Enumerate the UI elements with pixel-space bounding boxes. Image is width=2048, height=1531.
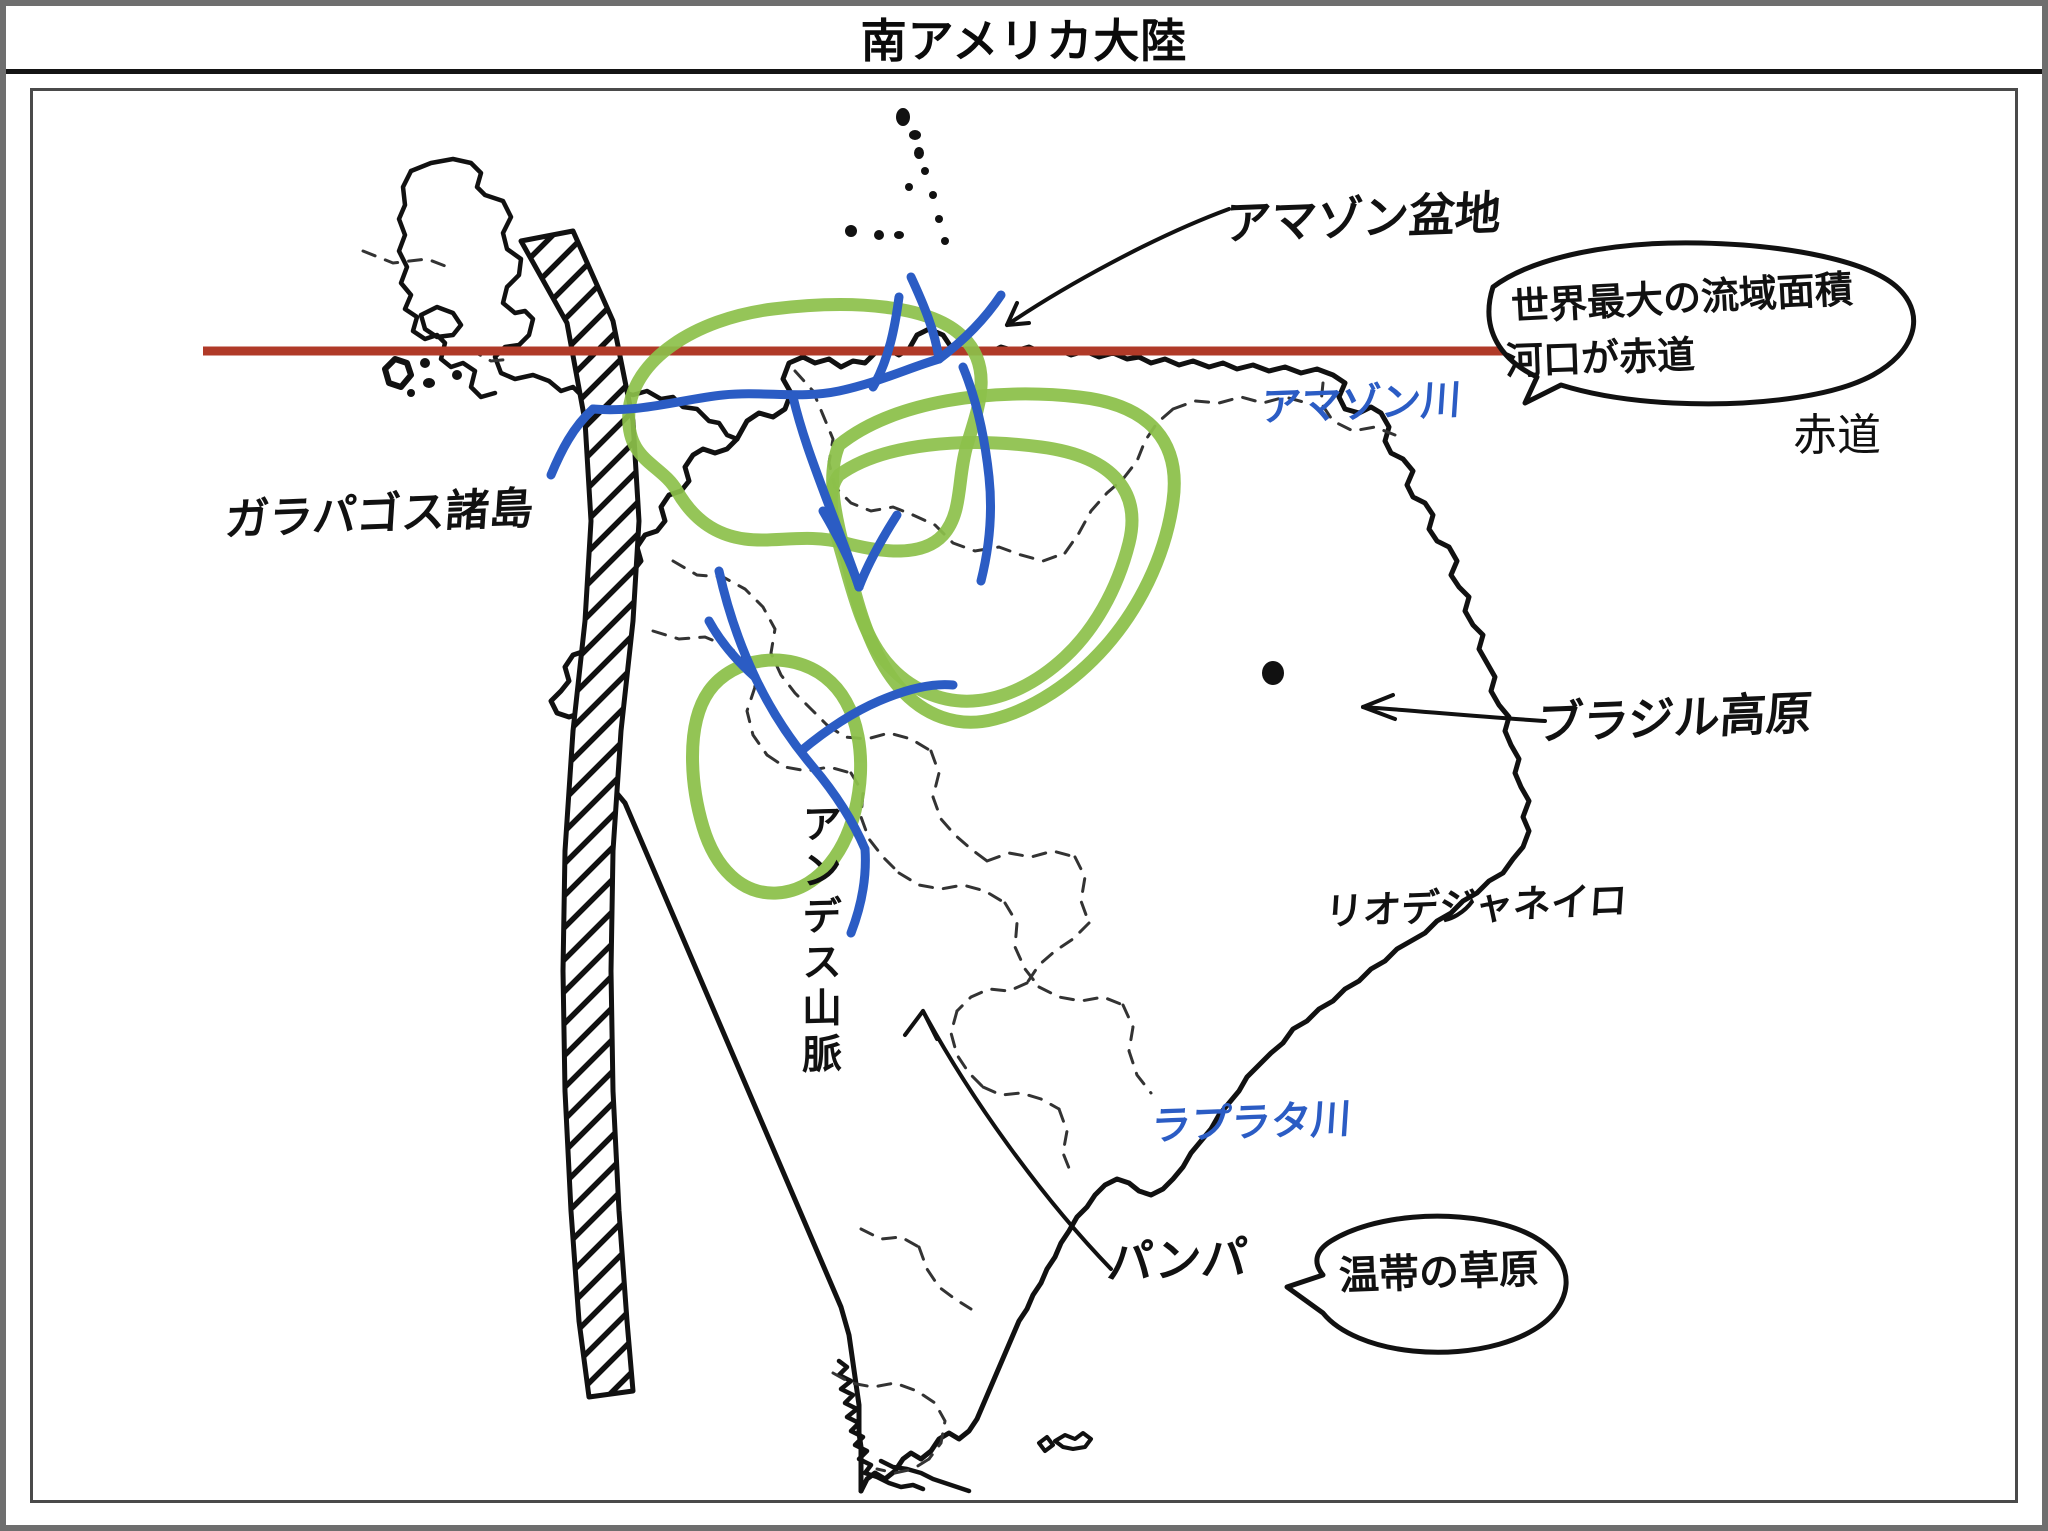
map-illustration xyxy=(203,108,1917,1494)
label-brazilian-highlands: ブラジル高原 xyxy=(1535,685,1814,751)
pampa-callout-line-1: 温帯の草原 xyxy=(1338,1246,1540,1300)
river-network-blue xyxy=(546,272,1006,938)
amazon-callout-line-2: 河口が赤道 xyxy=(1504,332,1696,384)
tierra-del-fuego xyxy=(836,1358,972,1494)
label-amazon-basin: アマゾン盆地 xyxy=(1223,185,1503,251)
label-amazon-river: アマゾン川 xyxy=(1259,377,1463,431)
falkland-islands-outline xyxy=(1037,1431,1093,1453)
label-rio-de-janeiro: リオデジャネイロ xyxy=(1323,878,1629,934)
label-la-plata-river: ラプラタ川 xyxy=(1149,1096,1353,1150)
map-frame: アマゾン盆地 アマゾン川 ガラパゴス諸島 ブラジル高原 リオデジャネイロ アンデ… xyxy=(30,88,2018,1503)
amazon-basin-highlight xyxy=(622,298,988,558)
label-andes-mountains: アンデス山脈 xyxy=(795,802,841,1080)
caribbean-islands-dots xyxy=(845,108,949,245)
label-pampa: パンパ xyxy=(1105,1230,1250,1290)
label-galapagos-islands: ガラパゴス諸島 xyxy=(223,482,536,547)
title-bar: 南アメリカ大陸 xyxy=(6,6,2042,74)
green-highlight-layer xyxy=(686,387,1181,900)
rio-de-janeiro-dot xyxy=(1262,661,1284,685)
country-borders-dashed xyxy=(361,249,1397,1475)
annotation-arrows xyxy=(903,207,1547,1271)
amazon-callout-bubble xyxy=(1486,240,1917,407)
galapagos-islands-dots xyxy=(382,356,462,397)
page-title: 南アメリカ大陸 xyxy=(860,14,1188,67)
label-equator: 赤道 xyxy=(1793,411,1881,460)
pampa-callout-bubble xyxy=(1284,1213,1569,1355)
